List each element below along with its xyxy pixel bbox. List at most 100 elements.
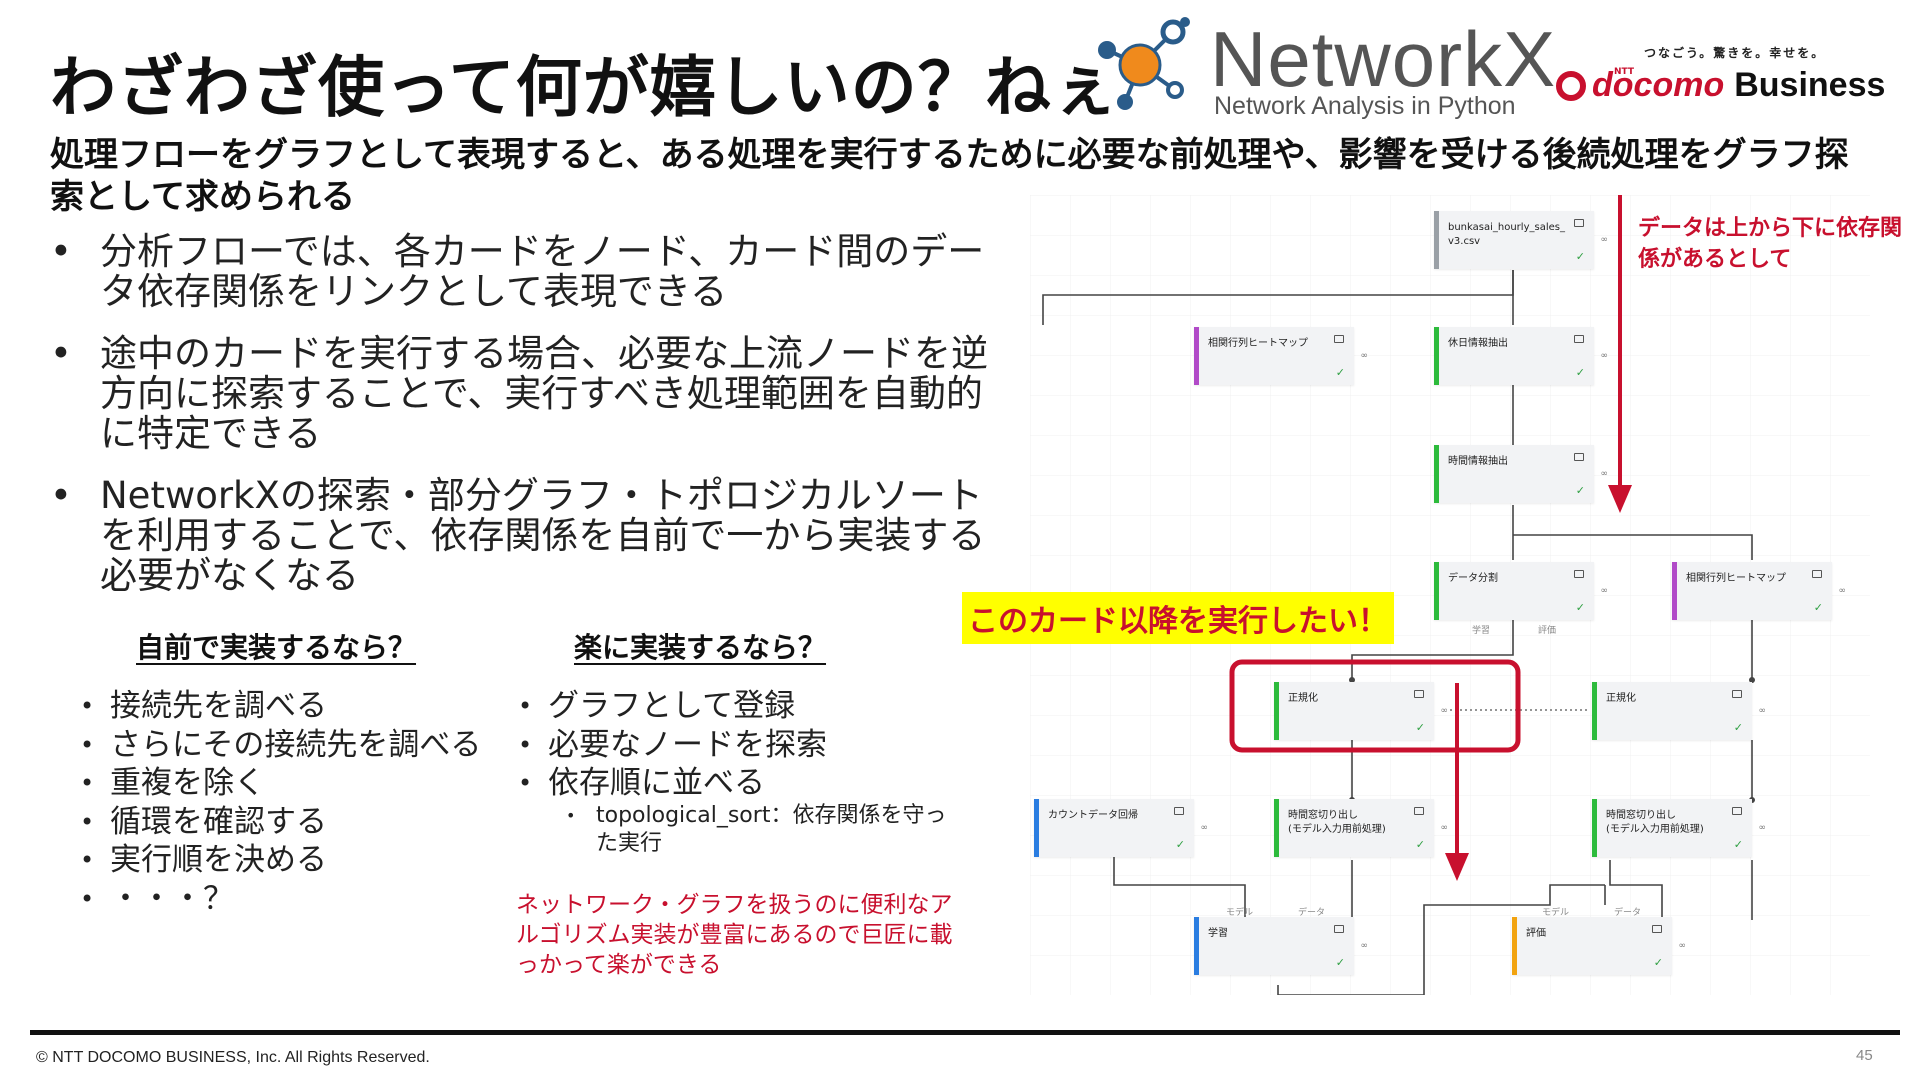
edge-label-train: 学習	[1472, 626, 1491, 636]
check-icon: ✓	[1733, 721, 1743, 734]
check-icon: ✓	[1335, 366, 1345, 379]
edge-label-data-2: データ	[1614, 908, 1642, 918]
comment-icon[interactable]	[1732, 690, 1742, 698]
card-learn[interactable]: 学習 ✓ ∞	[1194, 917, 1368, 975]
comment-icon[interactable]	[1574, 453, 1584, 461]
link-icon: ∞	[1440, 823, 1449, 833]
card-normalize-2[interactable]: 正規化 ✓ ∞	[1592, 682, 1766, 740]
card-label: カウントデータ回帰	[1048, 810, 1138, 821]
page-number: 45	[1856, 1047, 1873, 1064]
annotation-overlay	[1229, 195, 1632, 881]
comment-icon[interactable]	[1334, 925, 1344, 933]
check-icon: ✓	[1415, 721, 1425, 734]
footer-divider	[30, 1030, 1900, 1035]
docomo-ntt-label: NTT	[1614, 67, 1635, 77]
networkx-wordmark: NetworkX	[1210, 15, 1557, 103]
card-normalize-1[interactable]: 正規化 ✓ ∞	[1274, 682, 1448, 740]
list-item: 依存順に並べる	[518, 764, 827, 803]
easy-list: グラフとして登録 必要なノードを探索 依存順に並べる	[518, 687, 827, 803]
list-item: 重複を除く	[80, 764, 481, 803]
link-icon: ∞	[1200, 823, 1209, 833]
easy-heading: 楽に実装するなら？	[574, 631, 827, 664]
docomo-business-logo: docomo Business	[1556, 66, 1885, 105]
bullet-item: 途中のカードを実行する場合、必要な上流ノードを逆方向に探索することで、実行すべき…	[50, 334, 1010, 454]
easy-nested-list: topological_sort：依存関係を守った実行	[562, 802, 962, 858]
highlight-callout: このカード以降を実行したい！	[962, 592, 1394, 644]
edge-label-model-1: モデル	[1226, 908, 1254, 918]
comment-icon[interactable]	[1574, 219, 1584, 227]
docomo-wordmark: docomo	[1592, 66, 1725, 104]
check-icon: ✓	[1575, 366, 1585, 379]
comment-icon[interactable]	[1174, 807, 1184, 815]
check-icon: ✓	[1575, 250, 1585, 263]
link-icon: ∞	[1758, 823, 1767, 833]
link-icon: ∞	[1600, 469, 1609, 479]
card-evaluate[interactable]: 評価 ✓∞	[1512, 917, 1686, 975]
data-direction-note: データは上から下に依存関係があるとして	[1638, 216, 1903, 272]
link-icon: ∞	[1678, 941, 1687, 951]
link-icon: ∞	[1360, 351, 1369, 361]
link-icon: ∞	[1600, 586, 1609, 596]
comment-icon[interactable]	[1414, 807, 1424, 815]
card-label: 相関行列ヒートマップ	[1686, 573, 1786, 584]
check-icon: ✓	[1415, 838, 1425, 851]
card-label: 正規化	[1606, 693, 1636, 704]
comment-icon[interactable]	[1812, 570, 1822, 578]
networkx-logo-icon	[1098, 17, 1190, 110]
link-icon: ∞	[1600, 235, 1609, 245]
edge-label-model-2: モデル	[1542, 908, 1570, 918]
flow-diagram: bunkasai_hourly_sales_v3.csv ✓ ∞ 相関行列ヒートマ…	[1030, 195, 1870, 995]
comment-icon[interactable]	[1574, 570, 1584, 578]
link-icon: ∞	[1360, 941, 1369, 951]
edge-label-eval: 評価	[1538, 626, 1557, 636]
card-label: bunkasai_hourly_sales_v3.csv	[1448, 222, 1565, 247]
card-label: データ分割	[1448, 573, 1498, 584]
link-icon: ∞	[1440, 706, 1449, 716]
edge-label-data-1: データ	[1298, 908, 1326, 918]
card-label: 正規化	[1288, 693, 1318, 704]
card-label: 時間窓切り出し (モデル入力用前処理)	[1606, 810, 1704, 835]
comment-icon[interactable]	[1574, 335, 1584, 343]
card-label: 休日情報抽出	[1448, 338, 1508, 349]
check-icon: ✓	[1733, 838, 1743, 851]
check-icon: ✓	[1175, 838, 1185, 851]
list-item: 実行順を決める	[80, 841, 481, 880]
docomo-tagline: つなごう。驚きを。幸せを。	[1644, 46, 1826, 60]
main-bullet-list: 分析フローでは、各カードをノード、カード間のデータ依存関係をリンクとして表現でき…	[50, 232, 1010, 618]
list-item: topological_sort：依存関係を守った実行	[562, 802, 962, 858]
list-item: 必要なノードを探索	[518, 726, 827, 765]
check-icon: ✓	[1335, 956, 1345, 969]
card-label: 時間窓切り出し (モデル入力用前処理)	[1288, 810, 1386, 835]
docomo-ring-icon	[1556, 70, 1586, 101]
list-item: グラフとして登録	[518, 687, 827, 726]
card-window-1[interactable]: 時間窓切り出し (モデル入力用前処理) ✓ ∞	[1274, 799, 1448, 857]
comment-icon[interactable]	[1334, 335, 1344, 343]
link-icon: ∞	[1758, 706, 1767, 716]
slide-subtitle: 処理フローをグラフとして表現すると、ある処理を実行するために必要な前処理や、影響…	[50, 135, 1849, 217]
card-holiday[interactable]: 休日情報抽出 ✓∞	[1434, 327, 1608, 385]
comment-icon[interactable]	[1414, 690, 1424, 698]
card-split[interactable]: データ分割 ✓ ∞	[1434, 562, 1608, 620]
diy-list: 接続先を調べる さらにその接続先を調べる 重複を除く 循環を確認する 実行順を決…	[80, 687, 481, 918]
list-item: 循環を確認する	[80, 803, 481, 842]
card-label: 学習	[1208, 928, 1228, 939]
card-time[interactable]: 時間情報抽出 ✓∞	[1434, 445, 1608, 503]
list-item: ・・・？	[80, 880, 481, 919]
business-wordmark: Business	[1734, 66, 1886, 104]
card-label: 相関行列ヒートマップ	[1208, 338, 1308, 349]
list-item: さらにその接続先を調べる	[80, 726, 481, 765]
comment-icon[interactable]	[1732, 807, 1742, 815]
card-heatmap-2[interactable]: 相関行列ヒートマップ ✓∞	[1672, 562, 1846, 620]
slide-title: わざわざ使って何が嬉しいの？ねぇ	[50, 49, 1119, 126]
bullet-item: 分析フローでは、各カードをノード、カード間のデータ依存関係をリンクとして表現でき…	[50, 232, 1010, 312]
card-label: 時間情報抽出	[1448, 456, 1508, 467]
comment-icon[interactable]	[1652, 925, 1662, 933]
check-icon: ✓	[1575, 601, 1585, 614]
bullet-item: NetworkXの探索・部分グラフ・トポロジカルソートを利用することで、依存関係…	[50, 476, 1010, 596]
card-heatmap-1[interactable]: 相関行列ヒートマップ ✓ ∞	[1194, 327, 1368, 385]
card-window-2[interactable]: 時間窓切り出し (モデル入力用前処理) ✓ ∞	[1592, 799, 1766, 857]
link-icon: ∞	[1838, 586, 1847, 596]
card-count-regression[interactable]: カウントデータ回帰 ✓ ∞	[1034, 799, 1208, 857]
card-csv[interactable]: bunkasai_hourly_sales_v3.csv ✓ ∞	[1434, 211, 1608, 269]
card-label: 評価	[1526, 928, 1546, 939]
